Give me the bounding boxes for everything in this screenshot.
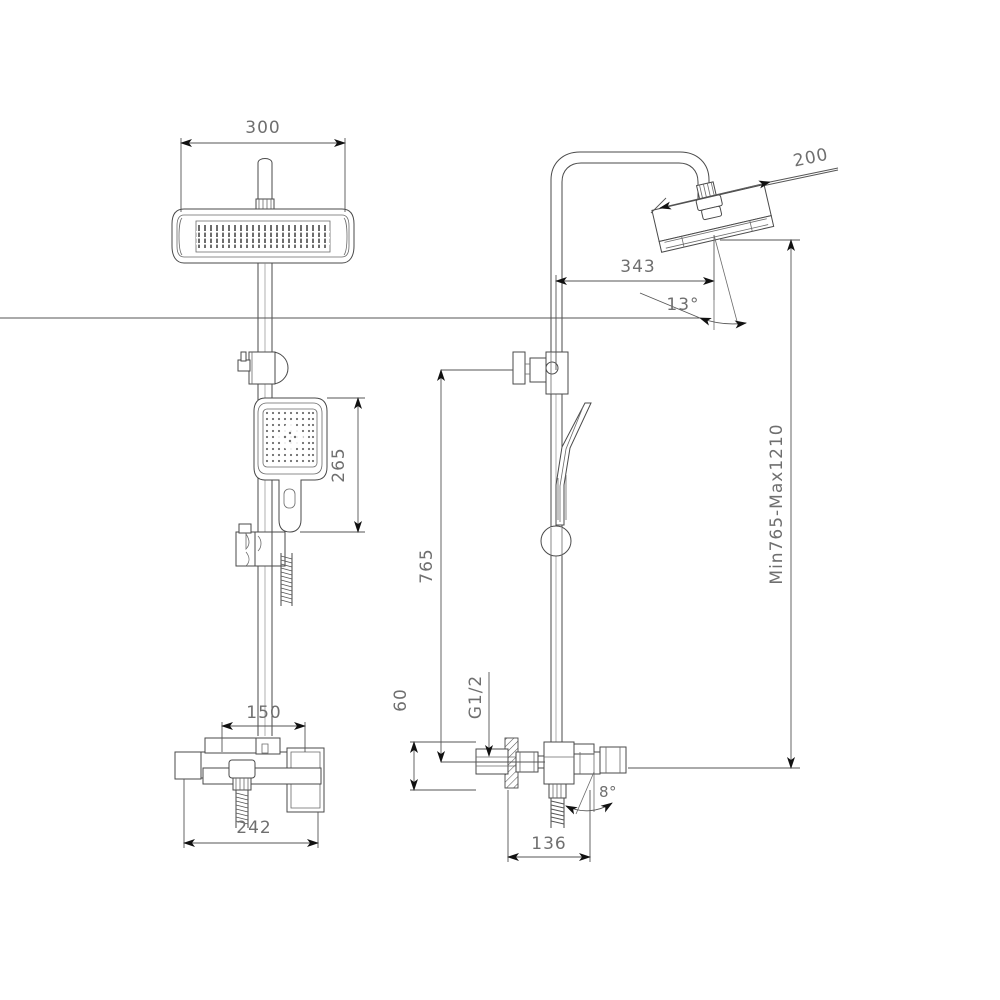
dim-label-300: 300 (245, 118, 280, 138)
side-elevation-view (475, 151, 775, 828)
dim-label-265: 265 (329, 447, 349, 482)
dim-mixer-projection: 136 (507, 790, 591, 862)
side-dimension-set: 200 343 13° (0, 145, 839, 862)
dim-spout-angle: 8° (565, 771, 617, 815)
dim-total-height-range: Min765-Max1210 (628, 239, 800, 769)
nozzle-field (196, 225, 330, 248)
dim-inlet-centers: 150 (221, 703, 306, 752)
dim-overhead-tilt: 13° (0, 234, 747, 330)
dim-label-343: 343 (620, 257, 655, 277)
mixer-outlet-hose-side (550, 798, 565, 828)
dim-label-242: 242 (236, 818, 271, 838)
hand-shower-holder-side (540, 525, 572, 557)
hand-shower-face (265, 411, 315, 463)
dim-slide-bracket-height: 765 (417, 369, 545, 763)
mixer-outlet-hose-front (235, 790, 249, 828)
hand-shower-holder-front (235, 523, 286, 567)
dim-label-8deg: 8° (599, 783, 617, 801)
dim-label-136: 136 (531, 834, 566, 854)
hand-shower-side (555, 402, 592, 526)
riser-rail-front (257, 263, 273, 736)
dim-hand-shower-height: 265 (300, 397, 365, 533)
overhead-arm-side (550, 151, 710, 370)
dim-mixer-width: 242 (183, 779, 319, 848)
dim-label-g12: G1/2 (466, 675, 486, 720)
hand-shower-front (253, 397, 328, 533)
overhead-arm (255, 158, 275, 213)
dim-label-150: 150 (246, 703, 281, 723)
dim-inlet-projection: 60 (391, 688, 476, 791)
slide-bracket-side (512, 351, 569, 395)
dim-label-765: 765 (417, 548, 437, 583)
bath-mixer-front (174, 737, 325, 828)
slide-bracket-front (237, 351, 289, 385)
dim-overhead-width: 300 (180, 118, 346, 212)
rain-shower-head-front (171, 208, 355, 264)
front-dimension-set: 300 265 150 242 (180, 118, 365, 848)
riser-rail-side (550, 370, 563, 752)
dim-inlet-thread: G1/2 (466, 672, 493, 757)
front-elevation-view (171, 158, 355, 828)
dim-label-13deg: 13° (666, 295, 699, 315)
dim-label-60: 60 (391, 688, 411, 712)
bath-mixer-side (543, 741, 627, 828)
dim-label-200: 200 (792, 145, 831, 172)
flexible-hose-front (280, 553, 293, 606)
dim-label-height-range: Min765-Max1210 (767, 423, 787, 584)
